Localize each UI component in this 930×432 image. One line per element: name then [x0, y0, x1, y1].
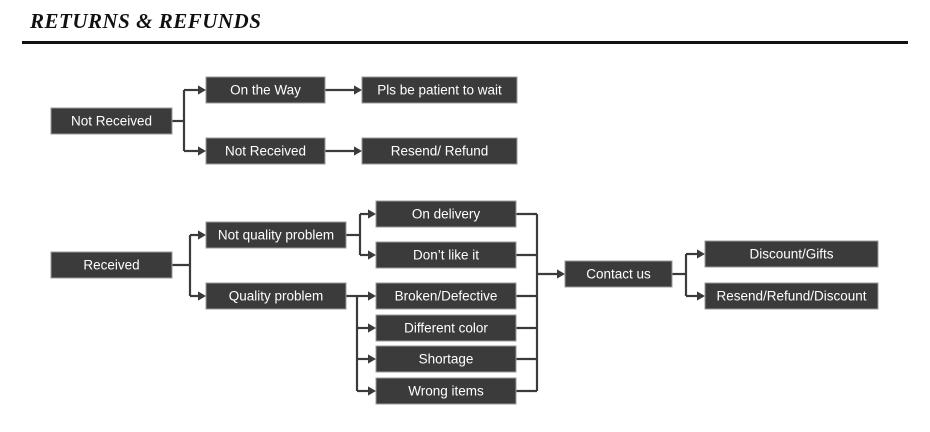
node-box [704, 240, 879, 268]
node-box [375, 241, 517, 269]
node-box [704, 282, 879, 310]
node-not-received-root[interactable]: Not Received [50, 107, 173, 135]
node-label: On delivery [412, 207, 481, 222]
node-received-root[interactable]: Received [50, 251, 173, 279]
node-label: Discount/Gifts [749, 247, 833, 262]
node-label: Pls be patient to wait [377, 83, 502, 98]
node-label: Wrong items [408, 384, 484, 399]
node-discount-gifts[interactable]: Discount/Gifts [704, 240, 879, 268]
node-box [375, 314, 517, 342]
node-box [375, 282, 517, 310]
node-box [205, 221, 347, 249]
connector-layer [172, 85, 705, 396]
node-label: Different color [404, 321, 488, 336]
node-box [375, 200, 517, 228]
node-box [375, 345, 517, 373]
node-label: Resend/ Refund [391, 144, 489, 159]
node-shortage[interactable]: Shortage [375, 345, 517, 373]
node-box [361, 76, 518, 104]
node-on-delivery[interactable]: On delivery [375, 200, 517, 228]
node-box [50, 107, 173, 135]
node-pls-be-patient[interactable]: Pls be patient to wait [361, 76, 518, 104]
node-not-received-still[interactable]: Not Received [205, 137, 326, 165]
node-box [375, 377, 517, 405]
node-label: Don’t like it [413, 248, 479, 263]
node-box [564, 260, 673, 288]
node-quality-problem[interactable]: Quality problem [205, 282, 347, 310]
node-label: Not quality problem [218, 228, 334, 243]
node-contact-us[interactable]: Contact us [564, 260, 673, 288]
node-box [205, 76, 326, 104]
node-box [205, 282, 347, 310]
node-resend-refund-discount[interactable]: Resend/Refund/Discount [704, 282, 879, 310]
node-label: On the Way [230, 83, 301, 98]
node-dont-like-it[interactable]: Don’t like it [375, 241, 517, 269]
node-label: Not Received [225, 144, 306, 159]
node-different-color[interactable]: Different color [375, 314, 517, 342]
node-box [205, 137, 326, 165]
node-label: Shortage [419, 352, 474, 367]
page-title: RETURNS & REFUNDS [30, 9, 262, 33]
node-not-quality-problem[interactable]: Not quality problem [205, 221, 347, 249]
node-on-the-way[interactable]: On the Way [205, 76, 326, 104]
node-wrong-items[interactable]: Wrong items [375, 377, 517, 405]
node-resend-refund[interactable]: Resend/ Refund [361, 137, 518, 165]
node-box [361, 137, 518, 165]
node-label: Not Received [71, 114, 152, 129]
node-label: Resend/Refund/Discount [716, 289, 866, 304]
node-label: Broken/Defective [395, 289, 498, 304]
node-label: Received [83, 258, 139, 273]
node-broken-defective[interactable]: Broken/Defective [375, 282, 517, 310]
node-label: Contact us [586, 267, 651, 282]
node-label: Quality problem [229, 289, 324, 304]
node-box [50, 251, 173, 279]
title-divider [22, 41, 908, 44]
